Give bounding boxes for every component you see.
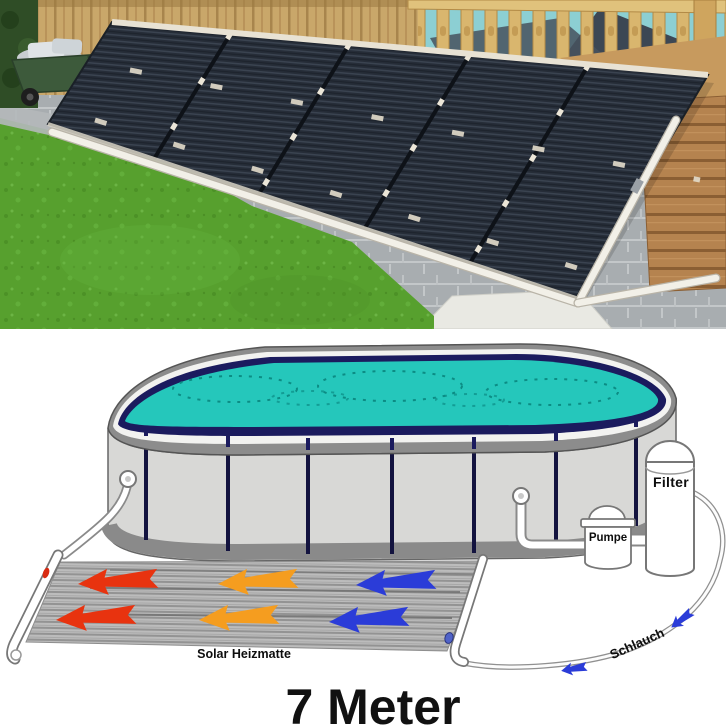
lawn (0, 118, 434, 329)
suction-pipe (515, 497, 592, 551)
rim-post-ticks (144, 415, 638, 450)
panel-gaps (151, 31, 592, 265)
filter-tank (644, 440, 696, 577)
support-frame (47, 19, 709, 300)
right-fitting (512, 487, 530, 505)
mat-left-manifold (6, 549, 64, 665)
wall-posts (144, 425, 638, 554)
pool (101, 343, 682, 562)
solar-mat-label: Solar Heizmatte (197, 647, 291, 661)
water-ripples (172, 370, 619, 407)
length-label: 7 Meter (285, 679, 461, 726)
filter-label: Filter (652, 474, 690, 490)
pump-label: Pumpe (588, 532, 628, 544)
return-hose (59, 482, 132, 560)
wheelbarrow (10, 38, 104, 106)
pvc-pipes (47, 115, 721, 308)
left-fitting (119, 470, 137, 488)
garden-photo (0, 0, 726, 329)
solar-panels (46, 19, 714, 306)
pool-water (125, 360, 659, 427)
pool-heating-diagram (6, 343, 726, 678)
mat-right-manifold (444, 554, 488, 667)
